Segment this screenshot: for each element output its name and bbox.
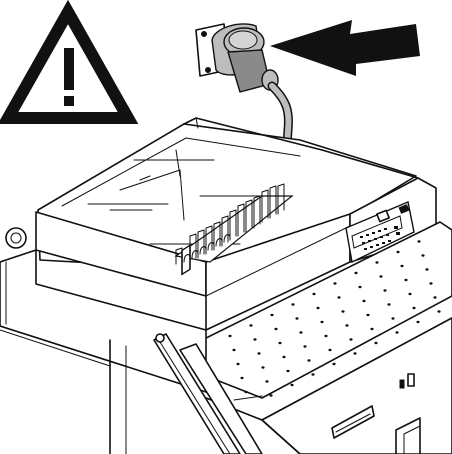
table-hole xyxy=(291,303,295,306)
table-hole xyxy=(307,359,311,362)
table-hole xyxy=(286,369,290,373)
table-hole xyxy=(253,338,257,341)
table-hole xyxy=(433,296,437,299)
table-hole xyxy=(396,250,400,254)
table-hole xyxy=(311,373,315,376)
machine-base xyxy=(0,227,207,454)
table-hole xyxy=(265,380,269,383)
table-hole xyxy=(232,348,236,352)
table-hole xyxy=(421,254,425,257)
table-hole xyxy=(332,362,336,366)
table-hole xyxy=(404,278,408,282)
table-hole xyxy=(412,306,416,310)
table-hole xyxy=(303,345,307,348)
table-hole xyxy=(417,240,421,243)
arrow-left-icon xyxy=(270,20,420,76)
table-hole xyxy=(362,299,366,303)
table-hole xyxy=(370,327,374,331)
table-hole xyxy=(249,324,253,327)
table-hole xyxy=(375,261,379,264)
table-hole xyxy=(354,271,358,275)
table-hole xyxy=(228,334,232,338)
table-hole xyxy=(400,264,404,268)
table-hole xyxy=(282,355,286,359)
back-gauge-comb xyxy=(174,183,294,276)
warning-triangle-icon xyxy=(0,0,139,124)
table-hole xyxy=(383,289,387,292)
table-hole xyxy=(349,338,353,341)
table-hole xyxy=(333,282,337,285)
table-hole xyxy=(320,320,324,324)
table-hole xyxy=(316,306,320,310)
table-hole xyxy=(395,331,399,334)
table-hole xyxy=(269,394,273,397)
table-hole xyxy=(290,383,294,387)
table-hole xyxy=(437,310,441,313)
table-hole xyxy=(328,348,332,352)
table-hole xyxy=(374,341,378,345)
table-hole xyxy=(416,320,420,324)
table-hole xyxy=(379,275,383,278)
table-hole xyxy=(257,352,261,355)
table-hole xyxy=(261,366,265,369)
table-hole xyxy=(341,310,345,313)
table-hole xyxy=(408,292,412,296)
table-hole xyxy=(312,292,316,296)
table-hole xyxy=(353,352,357,355)
table-hole xyxy=(429,282,433,285)
table-hole xyxy=(299,331,303,334)
table-hole xyxy=(270,313,274,317)
table-hole xyxy=(337,296,341,299)
table-hole xyxy=(274,327,278,331)
table-hole xyxy=(358,285,362,289)
table-hole xyxy=(391,317,395,320)
table-hole xyxy=(387,303,391,306)
table-hole xyxy=(278,341,282,345)
table-hole xyxy=(345,324,349,327)
side-rail xyxy=(153,333,263,454)
table-hole xyxy=(295,317,299,320)
table-hole xyxy=(236,362,240,366)
table-hole xyxy=(425,268,429,271)
table-hole xyxy=(240,376,244,380)
control-panel xyxy=(345,201,415,264)
power-plug-icon xyxy=(195,23,293,165)
table-hole xyxy=(244,390,248,394)
table-hole xyxy=(366,313,370,317)
front-cabinet xyxy=(261,317,452,454)
table-hole xyxy=(324,334,328,338)
